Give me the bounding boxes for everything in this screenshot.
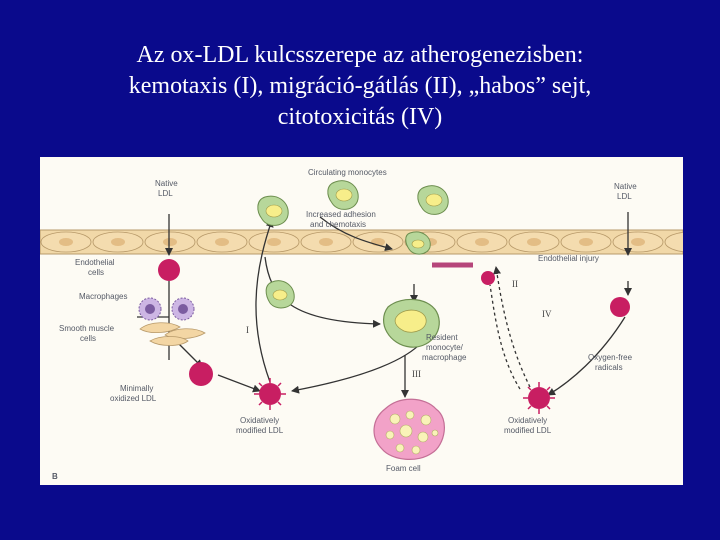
endothelial-nucleus	[319, 238, 333, 246]
endothelial-injury-label: Endothelial injury	[538, 254, 599, 263]
native-ldl-left-label-2: LDL	[158, 189, 173, 198]
smooth-muscle-label: Smooth muscle	[59, 324, 115, 333]
macrophages-label: Macrophages	[79, 292, 127, 301]
ldl-particle-right	[610, 297, 630, 317]
monocyte-cell	[265, 280, 295, 309]
minimally-oxidized-ldl-particle	[189, 362, 213, 386]
foam-cell	[373, 398, 445, 460]
native-ldl-right-label: Native	[614, 182, 637, 191]
minimally-oxidized-label: Minimally	[120, 384, 153, 393]
endothelial-layer	[40, 229, 683, 255]
macrophages	[138, 297, 195, 321]
resident-macrophage-label-3: macrophage	[422, 353, 467, 362]
resident-macrophage-label: Resident	[426, 333, 458, 342]
resident-macrophage	[383, 298, 440, 348]
arrow-resident-to-oxldl	[291, 340, 424, 394]
resident-macrophage-label-2: monocyte/	[426, 343, 464, 352]
endothelial-nucleus	[475, 238, 489, 246]
slide-title: Az ox-LDL kulcsszerepe az atherogenezisb…	[0, 40, 720, 133]
smooth-muscle-label-2: cells	[80, 334, 96, 343]
roman-numeral-i: I	[246, 325, 249, 335]
endothelial-nucleus	[631, 238, 645, 246]
ldl-particle-small	[481, 271, 495, 285]
arrow-chemotaxis-i	[255, 219, 274, 383]
oxidized-ldl-left-label-2: modified LDL	[236, 426, 284, 435]
pathway-arrows	[137, 212, 632, 398]
circulating-monocytes	[257, 180, 449, 309]
monocyte-cell	[417, 185, 449, 215]
macrophage-cell	[171, 297, 195, 321]
minimally-oxidized-label-2: oxidized LDL	[110, 394, 157, 403]
endothelial-cell	[664, 231, 683, 253]
roman-numeral-iii: III	[412, 369, 421, 379]
oxidized-ldl-right-label-2: modified LDL	[504, 426, 552, 435]
endothelial-nucleus	[579, 238, 593, 246]
roman-numeral-iv: IV	[542, 309, 552, 319]
endothelial-nucleus	[111, 238, 125, 246]
oxidized-ldl-right	[523, 382, 555, 414]
ldl-particles	[158, 259, 630, 414]
arrow-injury-iv	[493, 266, 531, 388]
monocyte-cell	[327, 180, 359, 210]
ldl-particle-intima-left	[158, 259, 180, 281]
monocyte-cell	[405, 231, 431, 255]
diagram-panel: Native LDL Circulating monocytes Increas…	[40, 157, 683, 485]
circulating-monocytes-label: Circulating monocytes	[308, 168, 387, 177]
endothelial-nucleus	[527, 238, 541, 246]
oxidized-ldl-right-label: Oxidatively	[508, 416, 547, 425]
native-ldl-right-label-2: LDL	[617, 192, 632, 201]
atherogenesis-diagram: Native LDL Circulating monocytes Increas…	[40, 168, 683, 481]
oxidized-ldl-left-label: Oxidatively	[240, 416, 279, 425]
panel-letter: B	[52, 472, 58, 481]
macrophage-cell	[138, 297, 162, 321]
diagram-labels: Native LDL Circulating monocytes Increas…	[52, 168, 637, 481]
increased-adhesion-label: Increased adhesion	[306, 210, 376, 219]
arrow-inhibition-ii	[489, 284, 521, 390]
arrow-to-oxidized-right	[547, 316, 626, 396]
endothelial-cells-label: Endothelial	[75, 258, 115, 267]
title-line-1: Az ox-LDL kulcsszerepe az atherogenezisb…	[136, 42, 584, 68]
oxidized-ldl-left	[254, 378, 286, 410]
endothelial-nucleus	[163, 238, 177, 246]
oxygen-free-radicals-label: Oxygen-free	[588, 353, 633, 362]
title-line-2: kemotaxis (I), migráció-gátlás (II), „ha…	[128, 73, 592, 99]
endothelial-nucleus	[267, 238, 281, 246]
increased-adhesion-label-2: and chemotaxis	[310, 220, 366, 229]
monocyte-cell	[257, 195, 289, 226]
foam-cell-label: Foam cell	[386, 464, 421, 473]
oxygen-free-radicals-label-2: radicals	[595, 363, 623, 372]
endothelial-cells-label-2: cells	[88, 268, 104, 277]
arrow-monocyte-adhesion	[319, 216, 393, 252]
endothelial-nucleus	[59, 238, 73, 246]
arrow-to-oxidized-left	[217, 374, 261, 393]
title-line-3: citotoxicitás (IV)	[277, 104, 443, 130]
roman-numeral-ii: II	[512, 279, 518, 289]
endothelial-nucleus	[215, 238, 229, 246]
native-ldl-left-label: Native	[155, 179, 178, 188]
smooth-muscle-cells	[139, 322, 206, 346]
